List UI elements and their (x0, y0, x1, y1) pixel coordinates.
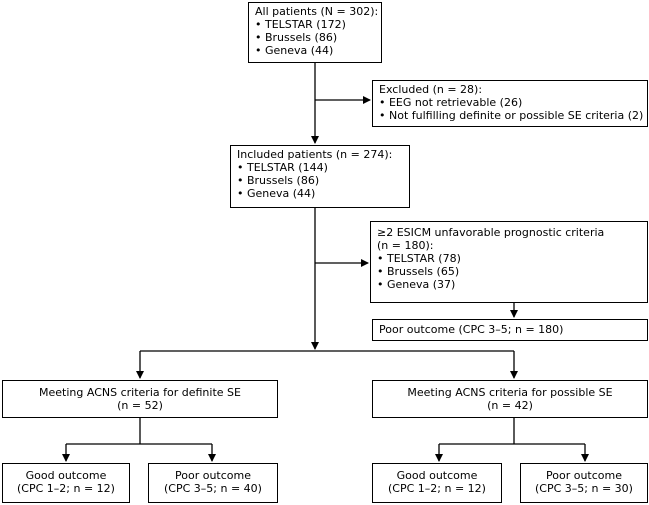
possible-good-label: Good outcome (396, 469, 478, 482)
unfavorable-criteria-box: ≥2 ESICM unfavorable prognostic criteria… (370, 221, 648, 303)
definite-good-outcome-box: Good outcome (CPC 1–2; n = 12) (2, 463, 130, 503)
definite-se-label: Meeting ACNS criteria for definite SE (39, 386, 241, 399)
unfavorable-item: • Geneva (37) (377, 278, 456, 291)
definite-good-label: Good outcome (25, 469, 107, 482)
all-patients-item: • Brussels (86) (255, 31, 338, 44)
included-item: • Brussels (86) (237, 174, 320, 187)
definite-se-box: Meeting ACNS criteria for definite SE (n… (2, 380, 278, 418)
included-patients-box: Included patients (n = 274): • TELSTAR (… (230, 145, 410, 208)
definite-good-cpc: (CPC 1–2; n = 12) (17, 482, 115, 495)
possible-se-count: (n = 42) (487, 399, 533, 412)
unfavorable-item: • TELSTAR (78) (377, 252, 461, 265)
unfavorable-title: ≥2 ESICM unfavorable prognostic criteria (377, 226, 605, 239)
all-patients-box: All patients (N = 302): • TELSTAR (172) … (248, 2, 382, 63)
definite-poor-label: Poor outcome (175, 469, 251, 482)
unfavorable-count: (n = 180): (377, 239, 434, 252)
poor-outcome-top-label: Poor outcome (CPC 3–5; n = 180) (379, 323, 564, 336)
possible-se-label: Meeting ACNS criteria for possible SE (407, 386, 613, 399)
included-title: Included patients (n = 274): (237, 148, 393, 161)
possible-poor-label: Poor outcome (546, 469, 622, 482)
definite-poor-cpc: (CPC 3–5; n = 40) (164, 482, 262, 495)
all-patients-title: All patients (N = 302): (255, 5, 379, 18)
all-patients-item: • TELSTAR (172) (255, 18, 346, 31)
excluded-item: • EEG not retrievable (26) (379, 96, 523, 109)
excluded-title: Excluded (n = 28): (379, 83, 483, 96)
excluded-item: • Not fulfilling definite or possible SE… (379, 109, 644, 122)
excluded-box: Excluded (n = 28): • EEG not retrievable… (372, 80, 648, 127)
possible-good-cpc: (CPC 1–2; n = 12) (388, 482, 486, 495)
definite-poor-outcome-box: Poor outcome (CPC 3–5; n = 40) (148, 463, 278, 503)
included-item: • TELSTAR (144) (237, 161, 328, 174)
definite-se-count: (n = 52) (117, 399, 163, 412)
possible-good-outcome-box: Good outcome (CPC 1–2; n = 12) (372, 463, 502, 503)
unfavorable-item: • Brussels (65) (377, 265, 460, 278)
possible-poor-cpc: (CPC 3–5; n = 30) (535, 482, 633, 495)
possible-poor-outcome-box: Poor outcome (CPC 3–5; n = 30) (520, 463, 648, 503)
all-patients-item: • Geneva (44) (255, 44, 334, 57)
included-item: • Geneva (44) (237, 187, 316, 200)
possible-se-box: Meeting ACNS criteria for possible SE (n… (372, 380, 648, 418)
poor-outcome-top-box: Poor outcome (CPC 3–5; n = 180) (372, 319, 648, 341)
